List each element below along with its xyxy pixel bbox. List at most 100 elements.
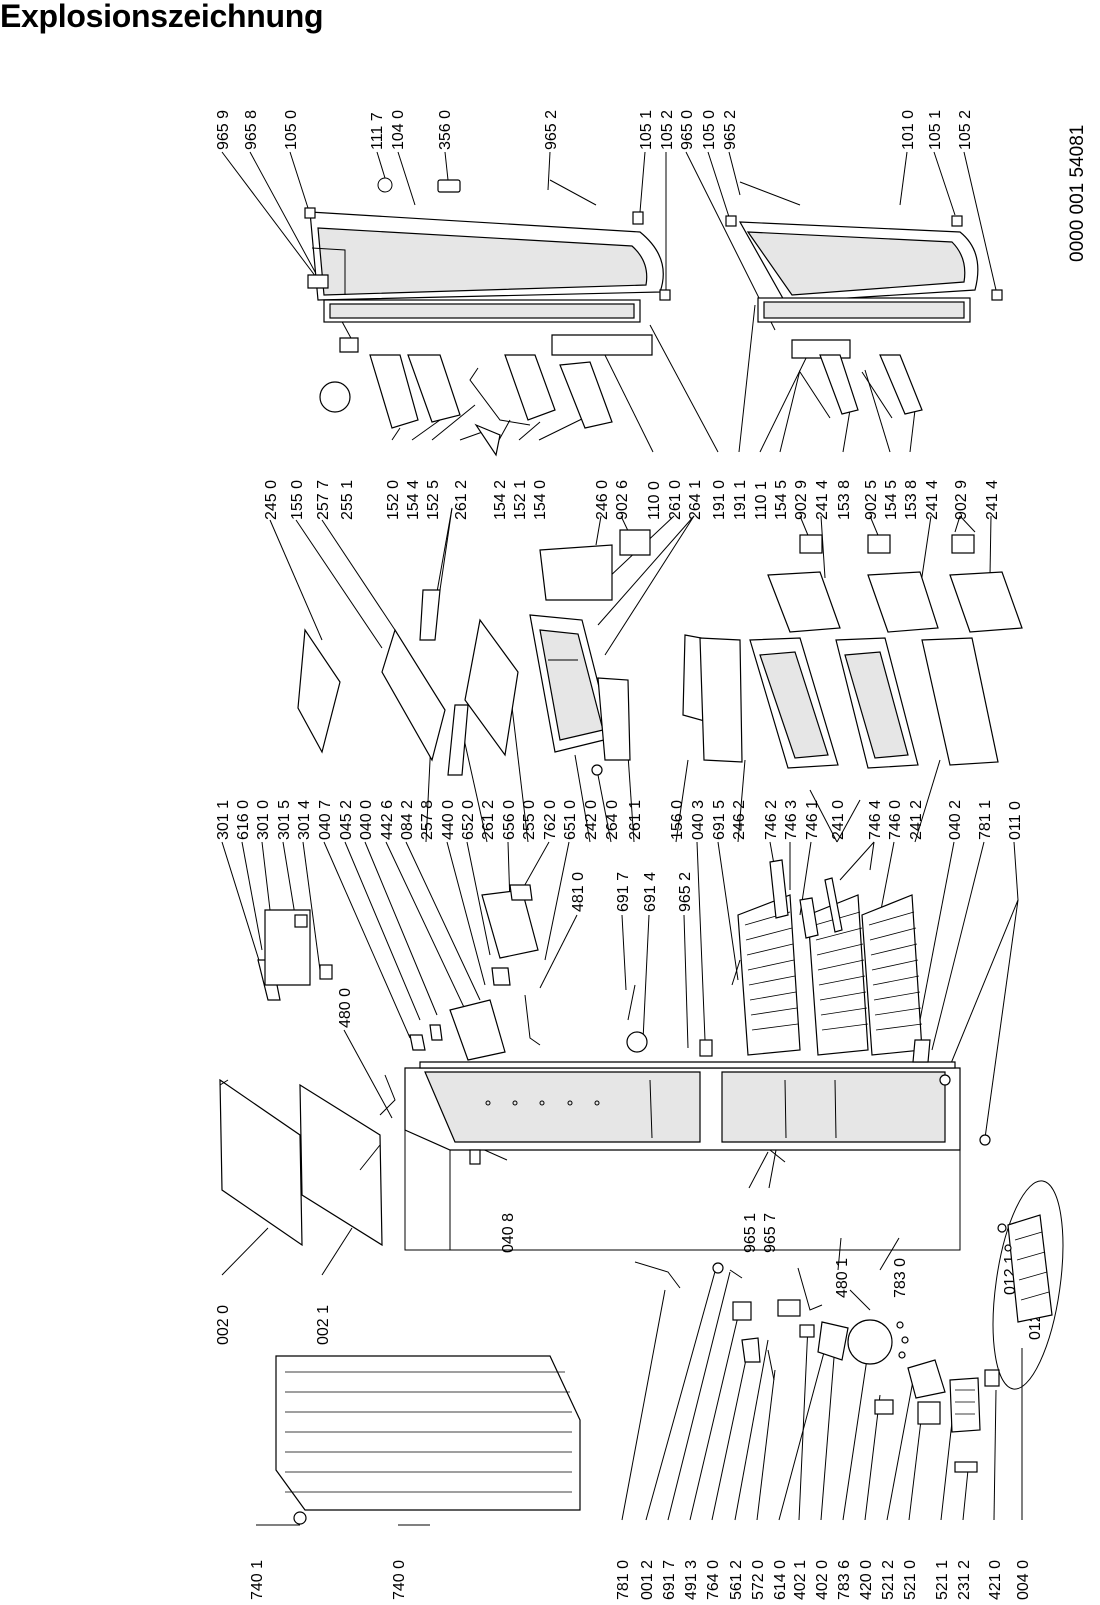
labels-top-row: 965 9 965 8 105 0 111 7 104 0 356 0 965 … bbox=[215, 110, 974, 150]
part-label: 651 0 bbox=[562, 800, 579, 840]
part-label: 902 5 bbox=[863, 480, 880, 520]
labels-cabinet: 480 0 481 0 691 7 691 4 965 2 040 8 965 … bbox=[337, 872, 779, 1253]
part-label: 241 4 bbox=[924, 480, 941, 520]
part-label: 002 0 bbox=[215, 1305, 232, 1345]
part-label: 154 0 bbox=[532, 480, 549, 520]
part-label: 257 7 bbox=[315, 480, 332, 520]
part-label: 421 0 bbox=[987, 1560, 1004, 1600]
part-label: 480 1 bbox=[834, 1258, 851, 1298]
part-label: 154 4 bbox=[405, 480, 422, 520]
part-label: 105 1 bbox=[638, 110, 655, 150]
part-label: 152 1 bbox=[512, 480, 529, 520]
part-label: 045 2 bbox=[338, 800, 355, 840]
part-label: 040 3 bbox=[690, 800, 707, 840]
part-label: 301 0 bbox=[255, 800, 272, 840]
part-label: 902 9 bbox=[793, 480, 810, 520]
compressor-assembly bbox=[634, 1261, 1000, 1473]
part-label: 255 1 bbox=[339, 480, 356, 520]
part-label: 040 2 bbox=[947, 800, 964, 840]
part-label: 155 0 bbox=[289, 480, 306, 520]
part-label: 965 9 bbox=[215, 110, 232, 150]
part-label: 691 7 bbox=[615, 872, 632, 912]
part-label: 154 5 bbox=[773, 480, 790, 520]
evaporator-plates bbox=[737, 859, 923, 1056]
part-label: 104 0 bbox=[390, 110, 407, 150]
part-label: 152 5 bbox=[425, 480, 442, 520]
part-label: 480 0 bbox=[337, 988, 354, 1028]
part-label: 301 4 bbox=[296, 800, 313, 840]
labels-compressor-area: 480 1 783 0 bbox=[834, 1258, 909, 1298]
freezer-drawers bbox=[682, 534, 1023, 769]
fridge-crisper-box bbox=[529, 614, 631, 776]
part-label: 356 0 bbox=[437, 110, 454, 150]
feet bbox=[912, 1039, 991, 1146]
part-label: 965 0 bbox=[679, 110, 696, 150]
part-label: 491 3 bbox=[683, 1560, 700, 1600]
fridge-door bbox=[309, 177, 664, 323]
door-hinges bbox=[304, 207, 1003, 353]
part-label: 191 1 bbox=[732, 480, 749, 520]
part-label: 652 0 bbox=[460, 800, 477, 840]
part-label: 902 9 bbox=[953, 480, 970, 520]
part-label: 783 6 bbox=[836, 1560, 853, 1600]
part-label: 246 0 bbox=[594, 480, 611, 520]
condenser bbox=[275, 1355, 581, 1525]
part-label: 572 0 bbox=[750, 1560, 767, 1600]
part-label: 105 2 bbox=[659, 110, 676, 150]
part-label: 241 0 bbox=[830, 800, 847, 840]
part-label: 241 4 bbox=[984, 480, 1001, 520]
part-label: 261 2 bbox=[453, 480, 470, 520]
part-label: 301 1 bbox=[215, 800, 232, 840]
part-label: 110 1 bbox=[753, 481, 770, 520]
part-label: 154 5 bbox=[883, 480, 900, 520]
part-label: 154 2 bbox=[492, 480, 509, 520]
part-label: 191 0 bbox=[711, 480, 728, 520]
part-label: 691 5 bbox=[711, 800, 728, 840]
part-label: 255 0 bbox=[521, 800, 538, 840]
part-label: 242 0 bbox=[583, 800, 600, 840]
part-label: 105 1 bbox=[927, 110, 944, 150]
part-label: 040 0 bbox=[358, 800, 375, 840]
part-label: 001 2 bbox=[639, 1560, 656, 1600]
part-label: 402 1 bbox=[792, 1560, 809, 1600]
part-label: 101 0 bbox=[900, 110, 917, 150]
cabinet-body bbox=[404, 1061, 961, 1251]
part-label: 152 0 bbox=[385, 480, 402, 520]
part-label: 656 0 bbox=[501, 800, 518, 840]
part-label: 105 0 bbox=[283, 110, 300, 150]
page-title: Explosionszeichnung bbox=[0, 0, 324, 34]
part-label: 481 0 bbox=[570, 872, 587, 912]
part-label: 521 0 bbox=[902, 1560, 919, 1600]
part-label: 781 1 bbox=[977, 800, 994, 840]
labels-middle-row: 301 1 616 0 301 0 301 5 301 4 040 7 045 … bbox=[215, 800, 1024, 840]
part-label: 442 6 bbox=[379, 800, 396, 840]
part-label: 040 7 bbox=[317, 800, 334, 840]
part-label: 105 2 bbox=[957, 110, 974, 150]
part-label: 420 0 bbox=[858, 1560, 875, 1600]
part-label: 040 8 bbox=[500, 1213, 517, 1253]
part-label: 746 3 bbox=[783, 800, 800, 840]
part-label: 561 2 bbox=[728, 1560, 745, 1600]
part-label: 241 2 bbox=[908, 800, 925, 840]
part-label: 084 2 bbox=[399, 800, 416, 840]
part-label: 965 8 bbox=[243, 110, 260, 150]
part-label: 691 7 bbox=[661, 1560, 678, 1600]
part-label: 261 1 bbox=[627, 800, 644, 840]
part-label: 402 0 bbox=[814, 1560, 831, 1600]
part-label: 616 0 bbox=[235, 800, 252, 840]
part-label: 004 0 bbox=[1015, 1560, 1032, 1600]
part-label: 614 0 bbox=[772, 1560, 789, 1600]
part-label: 740 1 bbox=[249, 1560, 266, 1600]
part-label: 746 2 bbox=[763, 800, 780, 840]
part-label: 691 4 bbox=[642, 872, 659, 912]
part-label: 965 2 bbox=[677, 872, 694, 912]
fridge-shelves bbox=[297, 529, 651, 776]
part-label: 153 8 bbox=[903, 480, 920, 520]
part-label: 156 0 bbox=[669, 800, 686, 840]
labels-bottom-row: 781 0 001 2 691 7 491 3 764 0 561 2 572 … bbox=[615, 1560, 1032, 1600]
part-label: 902 6 bbox=[614, 480, 631, 520]
part-label: 241 4 bbox=[814, 480, 831, 520]
part-label: 002 1 bbox=[315, 1305, 332, 1345]
labels-door-row: 152 0 154 4 152 5 261 2 154 2 152 1 154 … bbox=[385, 480, 1001, 520]
